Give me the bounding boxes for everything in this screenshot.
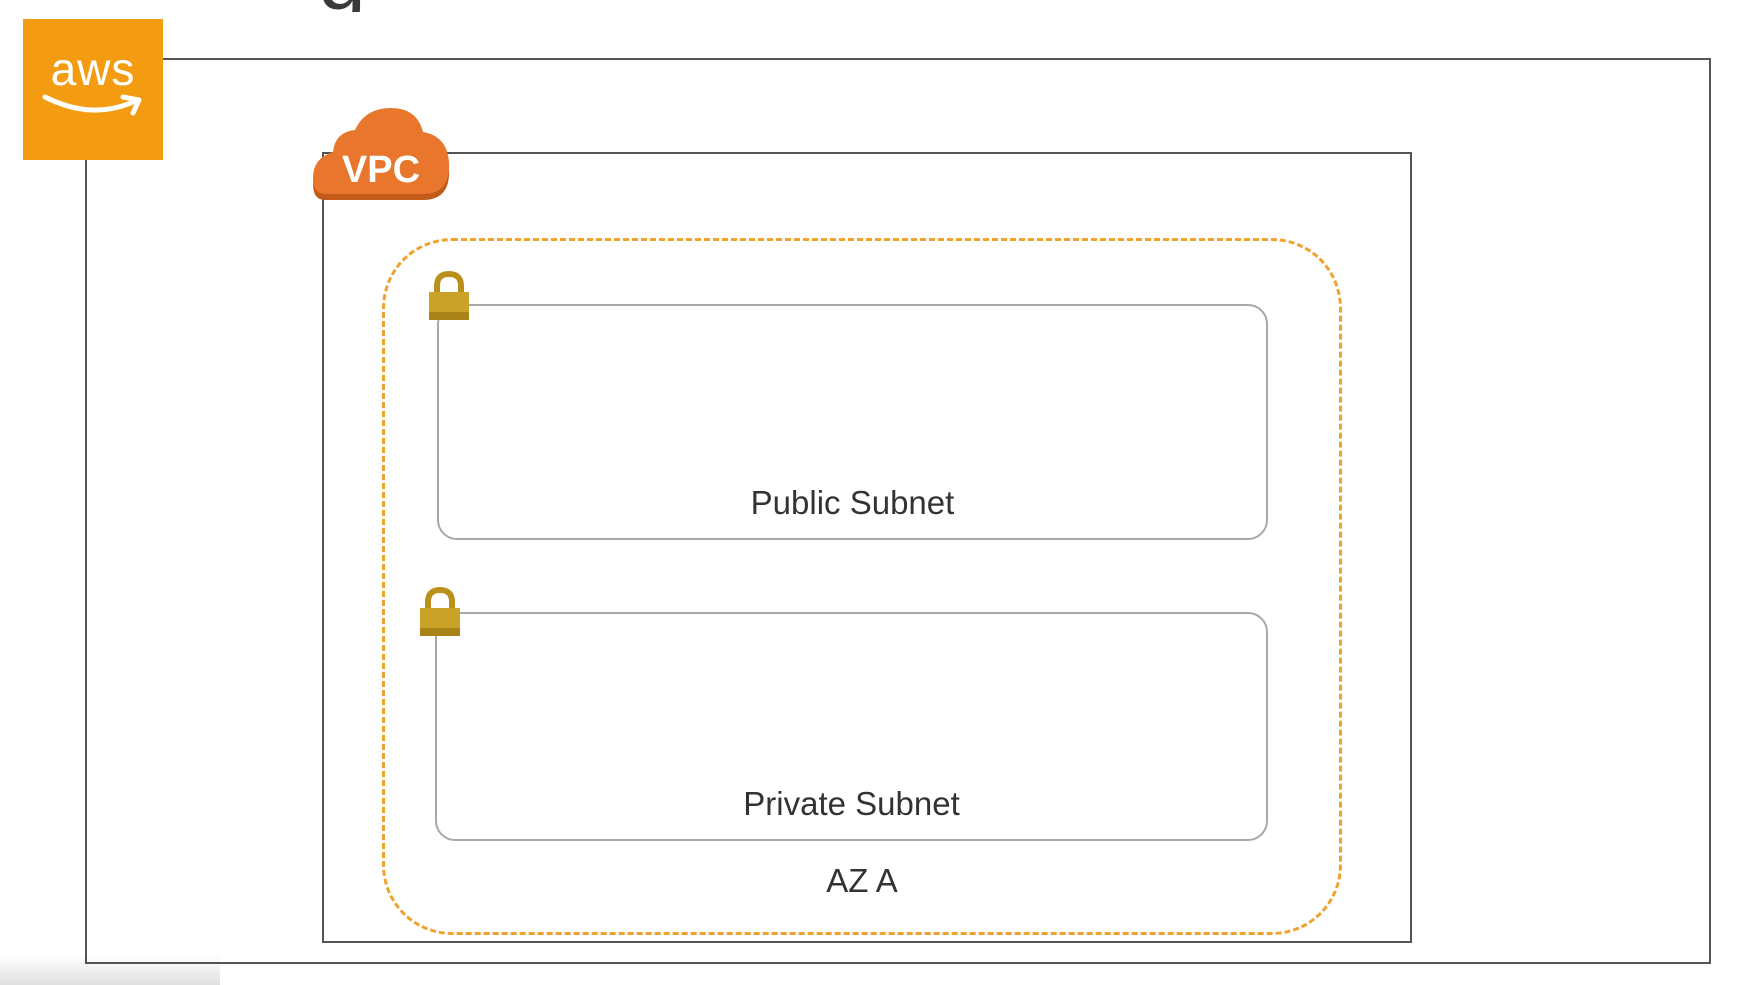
aws-cloud-boundary [85, 58, 1711, 964]
lock-icon [429, 270, 469, 320]
aws-logo-text: aws [50, 42, 136, 95]
az-label: AZ A [826, 862, 898, 899]
vpc-cloud-icon: VPC [313, 108, 450, 200]
vpc-label: VPC [342, 149, 420, 191]
private-subnet-label: Private Subnet [743, 785, 960, 822]
public-subnet: Public Subnet [437, 304, 1268, 540]
page-edge-shadow [0, 955, 220, 985]
slide-title-fragment: g [318, 0, 438, 12]
vpc-boundary [322, 152, 1412, 943]
private-subnet: Private Subnet [435, 612, 1268, 841]
public-subnet-label: Public Subnet [750, 484, 955, 521]
aws-logo: aws [23, 19, 163, 160]
aws-smile-icon [42, 94, 142, 115]
availability-zone-boundary [382, 238, 1342, 935]
lock-icon [420, 586, 460, 636]
